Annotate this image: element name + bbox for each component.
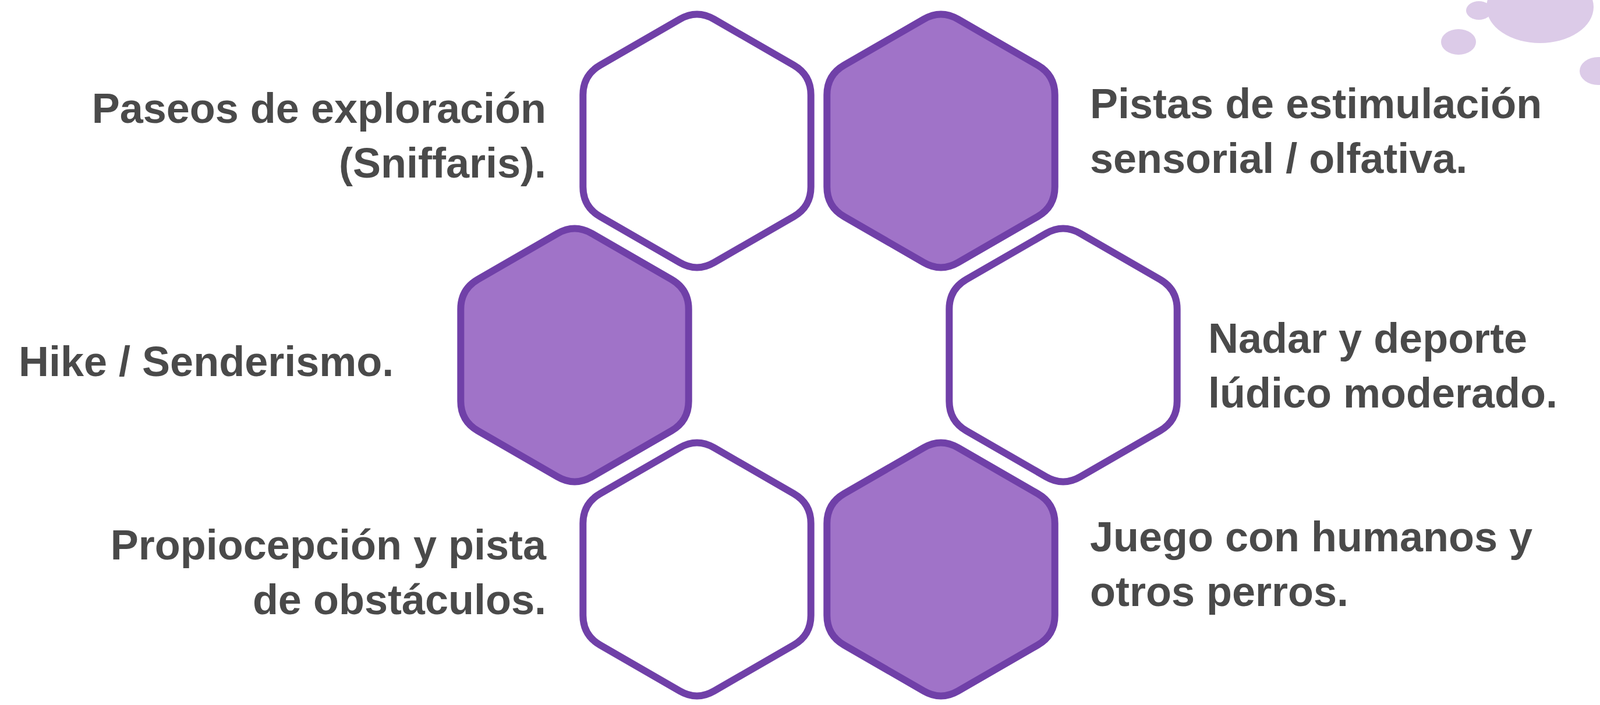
hexagon-white xyxy=(582,14,811,268)
hexagon-filled xyxy=(826,443,1055,697)
hexagon-filled xyxy=(460,228,689,483)
decor-blobs xyxy=(1441,0,1600,86)
hexagon-white xyxy=(582,443,811,697)
activity-label: Juego con humanos y otros perros. xyxy=(1089,510,1591,619)
activity-label: Paseos de exploración (Sniffaris). xyxy=(22,81,547,191)
activity-label: Pistas de estimulación sensorial / olfat… xyxy=(1089,76,1591,186)
hexagon-filled xyxy=(826,14,1055,268)
activity-label: Hike / Senderismo. xyxy=(18,334,485,390)
hexagon-white xyxy=(949,228,1177,483)
activity-label: Nadar y deporte lúdico moderado. xyxy=(1208,311,1593,421)
activity-label: Propiocepción y pista de obstáculos. xyxy=(80,518,547,628)
